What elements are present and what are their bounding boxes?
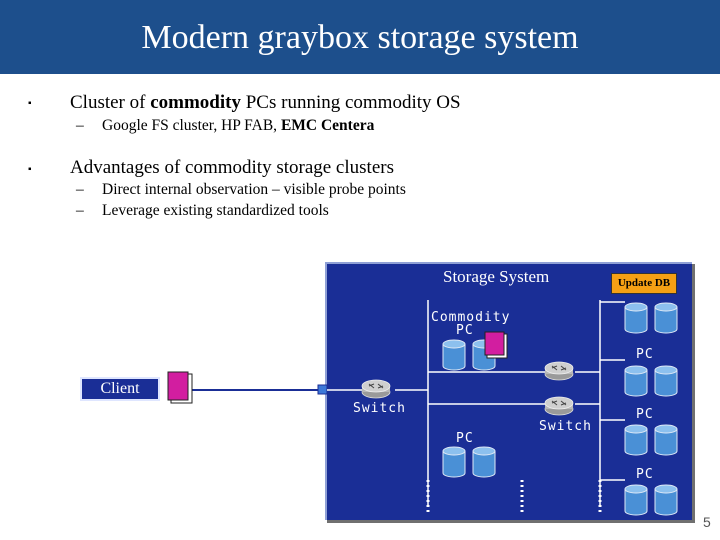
slide-title: Modern graybox storage system: [141, 19, 579, 56]
disk-icon: [442, 339, 466, 371]
pc-label: PC: [456, 431, 474, 446]
pc-probe-icon: [484, 331, 508, 359]
bullet-1-sub-1: –Google FS cluster, HP FAB, EMC Centera: [76, 117, 375, 134]
pc-label: PC: [636, 467, 654, 482]
disk-icon: [654, 424, 678, 456]
disk-icon: [654, 365, 678, 397]
update-db-label: Update DB: [611, 273, 677, 294]
bullet-2-sub-1: –Direct internal observation – visible p…: [76, 181, 406, 198]
switch-icon: [544, 396, 574, 416]
switch-label: Switch: [353, 401, 406, 416]
disk-icon: [472, 446, 496, 478]
commodity-label: Commodity: [431, 310, 511, 325]
page-number: 5: [703, 514, 711, 530]
pc-label: PC: [456, 323, 474, 338]
disk-icon: [654, 302, 678, 334]
bullet-1-sub-1-bold: EMC Centera: [280, 117, 375, 134]
title-bar: [0, 0, 720, 74]
bullet-2-text: Advantages of commodity storage clusters: [70, 157, 394, 178]
pc-label: PC: [636, 407, 654, 422]
pc-label: PC: [636, 347, 654, 362]
disk-icon: [624, 424, 648, 456]
switch-icon: [544, 361, 574, 381]
bullet-2-sub-2: –Leverage existing standardized tools: [76, 202, 329, 219]
switch-icon: [361, 379, 391, 399]
bullet-2-sub-1-text: Direct internal observation – visible pr…: [102, 181, 406, 198]
disk-icon: [624, 365, 648, 397]
disk-icon: [624, 302, 648, 334]
link-port: [317, 384, 328, 395]
client-label: Client: [80, 377, 160, 401]
bullet-1: Cluster of commodity PCs running commodi…: [70, 92, 461, 114]
disk-icon: [654, 484, 678, 516]
bullet-marker: ▪: [28, 98, 32, 109]
disk-icon: [624, 484, 648, 516]
bullet-1-bold: commodity: [150, 92, 241, 113]
bullet-marker: ▪: [28, 164, 32, 175]
bullet-1-sub-1-text: Google FS cluster, HP FAB,: [102, 117, 281, 134]
disk-icon: [442, 446, 466, 478]
storage-system-label: Storage System: [443, 267, 550, 286]
bullet-1-suffix: PCs running commodity OS: [240, 92, 461, 113]
bullet-2: Advantages of commodity storage clusters: [70, 157, 394, 179]
switch-label: Switch: [539, 419, 592, 434]
bullet-2-sub-2-text: Leverage existing standardized tools: [102, 202, 329, 219]
client-pc-icon: [167, 371, 193, 404]
bullet-1-text: Cluster of: [70, 92, 151, 113]
